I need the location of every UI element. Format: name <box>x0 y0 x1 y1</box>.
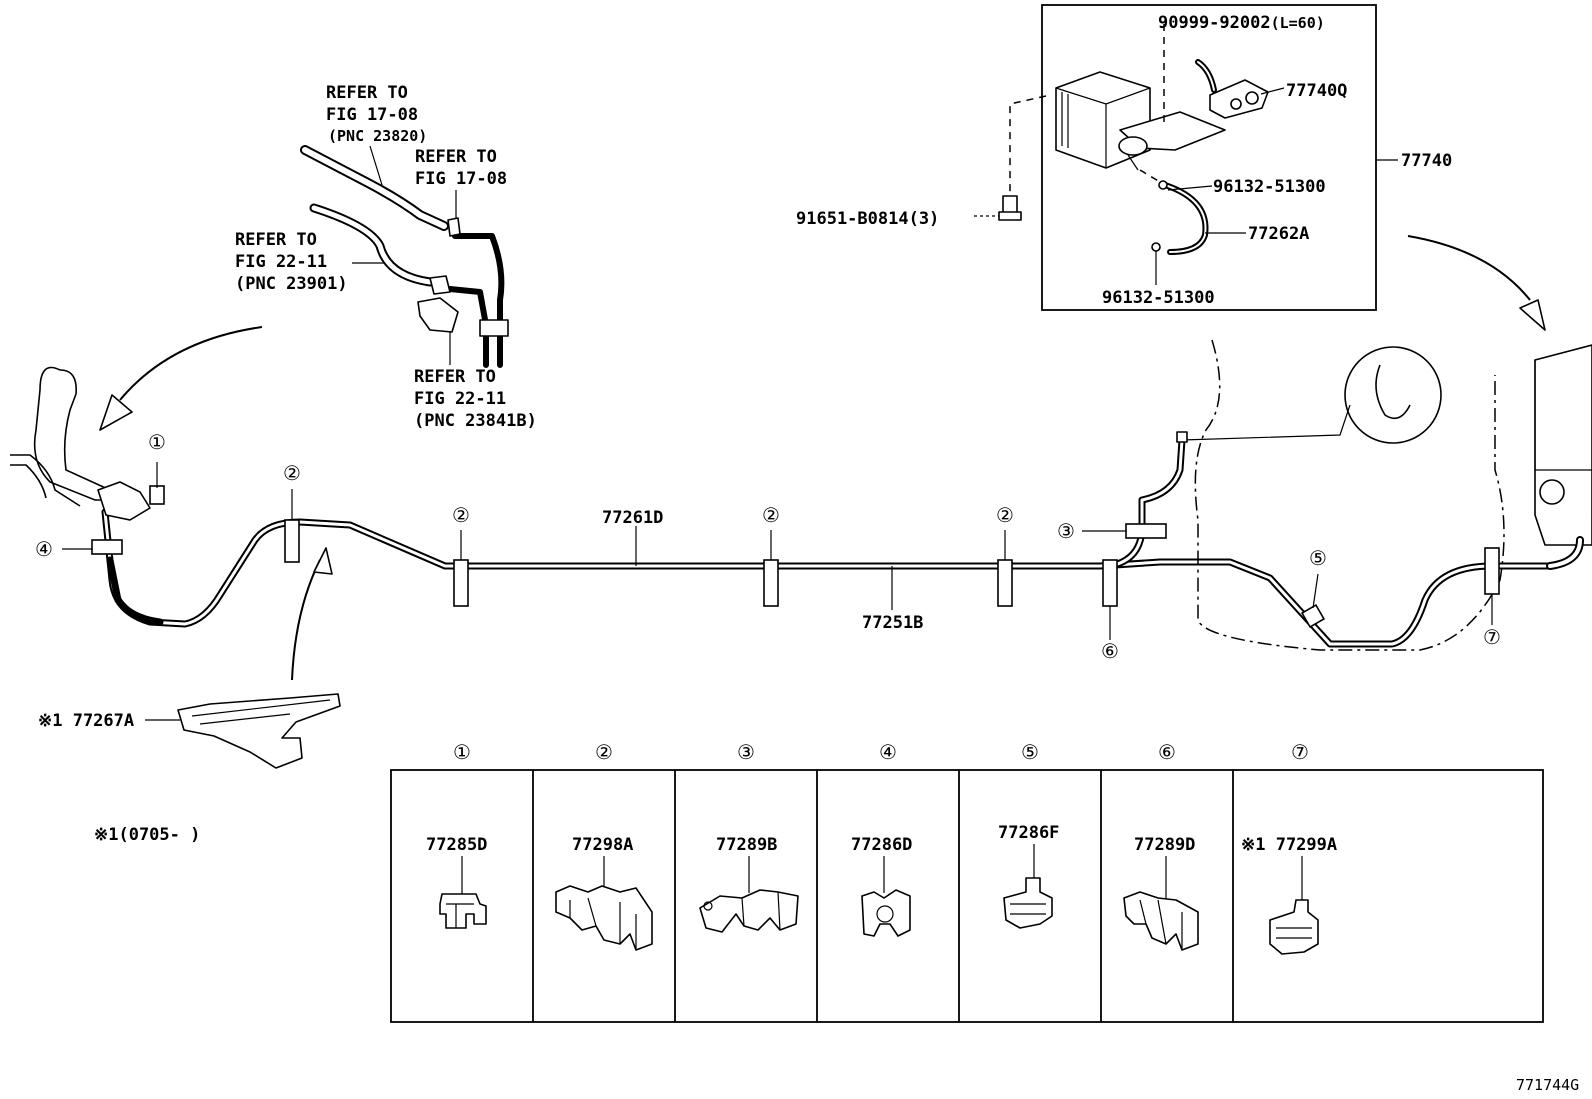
protector-part-number: ※1 77267A <box>38 711 134 731</box>
ref1-line3: (PNC 23820) <box>328 127 427 145</box>
clamp-table: ① ② ③ ④ ⑤ ⑥ ⑦ 77285D 77298A 77289B 77286… <box>390 740 1544 1023</box>
clamp-part-77286f: 77286F <box>998 823 1059 843</box>
ref2-line1: REFER TO <box>415 147 497 167</box>
canister-assembly-part-number: 77740 <box>1401 151 1452 171</box>
ref4-line1: REFER TO <box>414 367 496 387</box>
callout-3: ③ <box>1057 519 1075 543</box>
fuel-tank-outline <box>1194 339 1592 651</box>
clamp-77289b-icon <box>699 889 799 933</box>
table-header-1: ① <box>453 740 471 764</box>
callout-5: ⑤ <box>1309 546 1327 570</box>
hose-part-number: 90999-92002 <box>1158 13 1271 33</box>
clamp-2-marker <box>284 519 300 563</box>
callout-1: ① <box>148 430 166 454</box>
ref1-line1: REFER TO <box>326 83 408 103</box>
table-header-5: ⑤ <box>1021 740 1039 764</box>
valve-part-number: 77740Q <box>1286 81 1347 101</box>
clamp-2-marker <box>453 559 469 607</box>
clamp-part-77286d: 77286D <box>851 835 912 855</box>
clamp-part-77299a: ※1 77299A <box>1241 835 1337 855</box>
table-header-3: ③ <box>737 740 755 764</box>
ref4-line2: FIG 22-11 <box>414 389 506 409</box>
clamp-77298a-icon <box>555 885 653 951</box>
hose-clip-icon <box>1158 180 1168 190</box>
callout-2: ② <box>762 503 780 527</box>
protector-77267a: ※1 77267A ※1(0705- ) <box>38 693 341 845</box>
callout-2: ② <box>452 503 470 527</box>
ref1-line2: FIG 17-08 <box>326 105 418 125</box>
pipe-lower-part-number: 77251B <box>862 613 923 633</box>
clamp-77286d-icon <box>861 889 911 937</box>
svg-text:90999-92002(L=60): 90999-92002(L=60) <box>1158 13 1325 33</box>
hose-length: (L=60) <box>1271 14 1325 32</box>
bolt-part-number: 91651-B0814(3) <box>796 209 939 229</box>
upper-hoses-icon <box>300 145 509 368</box>
clamp-5-marker <box>1300 603 1326 629</box>
fuel-vapor-pipe-icon <box>10 366 1554 648</box>
clamp-7-marker <box>1484 547 1500 595</box>
clamp-77299a-icon <box>1269 899 1319 955</box>
callout-7: ⑦ <box>1483 625 1501 649</box>
clamp-part-77285d: 77285D <box>426 835 487 855</box>
canister-inset: 90999-92002(L=60) 77740Q 77740 96132-513… <box>796 4 1452 311</box>
callout-4: ④ <box>35 537 53 561</box>
clamp-part-77289d: 77289D <box>1134 835 1195 855</box>
clamp-1-marker <box>149 485 165 505</box>
clamp-77289d-icon <box>1123 891 1199 951</box>
clamp-3-marker <box>1125 523 1167 539</box>
ref2-line2: FIG 17-08 <box>415 169 507 189</box>
bolt-icon <box>974 195 1022 221</box>
table-header-7: ⑦ <box>1291 740 1309 764</box>
table-header-4: ④ <box>879 740 897 764</box>
table-header-6: ⑥ <box>1158 740 1176 764</box>
clamp-2-marker <box>763 559 779 607</box>
ref4-line3: (PNC 23841B) <box>414 411 537 431</box>
vsv-valve-icon <box>1195 59 1269 119</box>
pipe-upper-part-number: 77261D <box>602 508 663 528</box>
clamp-part-77289b: 77289B <box>716 835 777 855</box>
clamp-part-77298a: 77298A <box>572 835 633 855</box>
clamp-6-marker <box>1102 559 1118 607</box>
pipe-clamps <box>62 462 1500 640</box>
hose-clip-icon <box>1151 242 1161 252</box>
callout-6: ⑥ <box>1101 639 1119 663</box>
reference-labels: REFER TO FIG 17-08 (PNC 23820) REFER TO … <box>235 83 537 431</box>
direction-arrows <box>99 235 1546 681</box>
callouts: ① ② ② ② ② ③ ④ ⑤ ⑥ ⑦ <box>35 430 1501 663</box>
clamp-77285d-icon <box>439 893 487 929</box>
callout-2: ② <box>283 461 301 485</box>
clamp-77286f-icon <box>1003 877 1053 929</box>
clip-bottom-part-number: 96132-51300 <box>1102 288 1215 308</box>
clip-top-part-number: 96132-51300 <box>1213 177 1326 197</box>
clamp-4-marker <box>91 539 123 555</box>
footnote-date-range: ※1(0705- ) <box>94 825 200 845</box>
ref3-line1: REFER TO <box>235 230 317 250</box>
callout-2: ② <box>996 503 1014 527</box>
charcoal-canister-icon <box>1055 71 1226 171</box>
figure-code: 771744G <box>1516 1076 1579 1094</box>
clamp-2-marker <box>997 559 1013 607</box>
ref3-line2: FIG 22-11 <box>235 252 327 272</box>
table-header-2: ② <box>595 740 613 764</box>
ref3-line3: (PNC 23901) <box>235 274 348 294</box>
hose-part-number-77262a: 77262A <box>1248 224 1309 244</box>
